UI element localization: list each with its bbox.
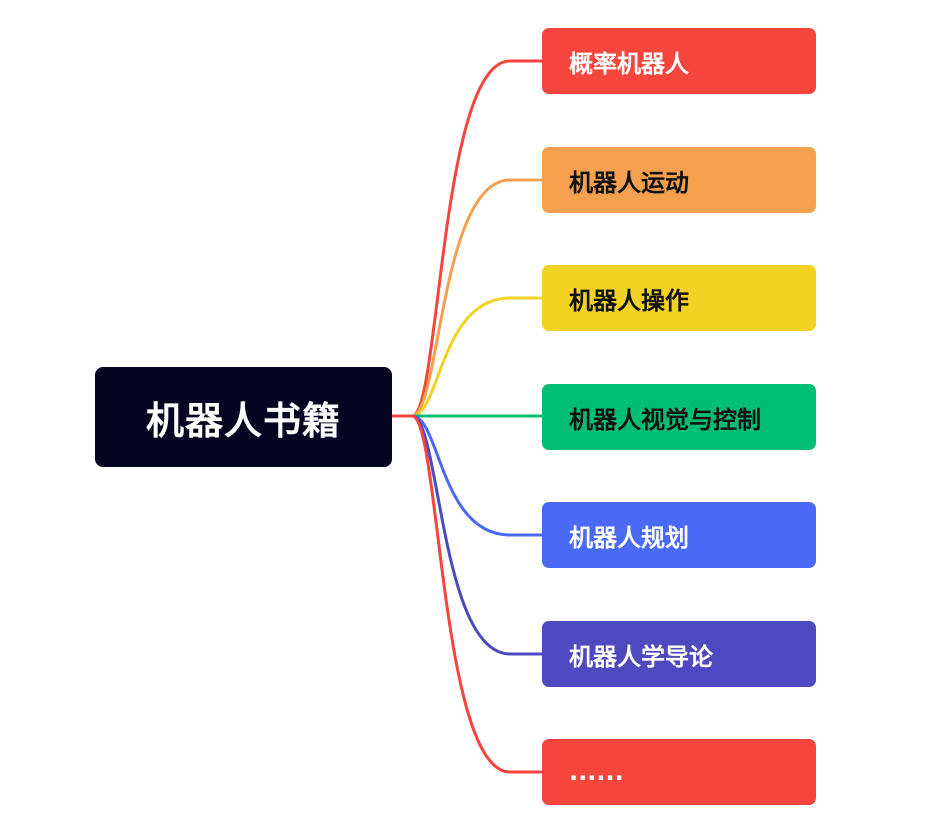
connector-2: [411, 296, 542, 418]
branch-label-3: 机器人视觉与控制: [569, 405, 761, 434]
connector-6: [411, 414, 542, 774]
branch-label-0: 概率机器人: [569, 49, 689, 78]
connector-0: [411, 59, 542, 418]
branch-node-1[interactable]: 机器人运动: [542, 147, 816, 213]
branch-label-4: 机器人规划: [569, 523, 689, 552]
branch-label-6: ......: [569, 758, 624, 786]
root-node-label: 机器人书籍: [145, 398, 341, 443]
connector-1: [411, 178, 542, 418]
connector-5: [411, 414, 542, 656]
branch-node-2[interactable]: 机器人操作: [542, 265, 816, 331]
root-node[interactable]: 机器人书籍: [95, 367, 392, 467]
branch-node-0[interactable]: 概率机器人: [542, 28, 816, 94]
branch-node-3[interactable]: 机器人视觉与控制: [542, 384, 816, 450]
branch-label-5: 机器人学导论: [569, 642, 713, 671]
branch-node-5[interactable]: 机器人学导论: [542, 621, 816, 687]
branch-node-4[interactable]: 机器人规划: [542, 502, 816, 568]
connector-4: [411, 414, 542, 537]
branch-label-2: 机器人操作: [569, 286, 689, 315]
branch-label-1: 机器人运动: [569, 168, 689, 197]
branch-node-6[interactable]: ......: [542, 739, 816, 805]
